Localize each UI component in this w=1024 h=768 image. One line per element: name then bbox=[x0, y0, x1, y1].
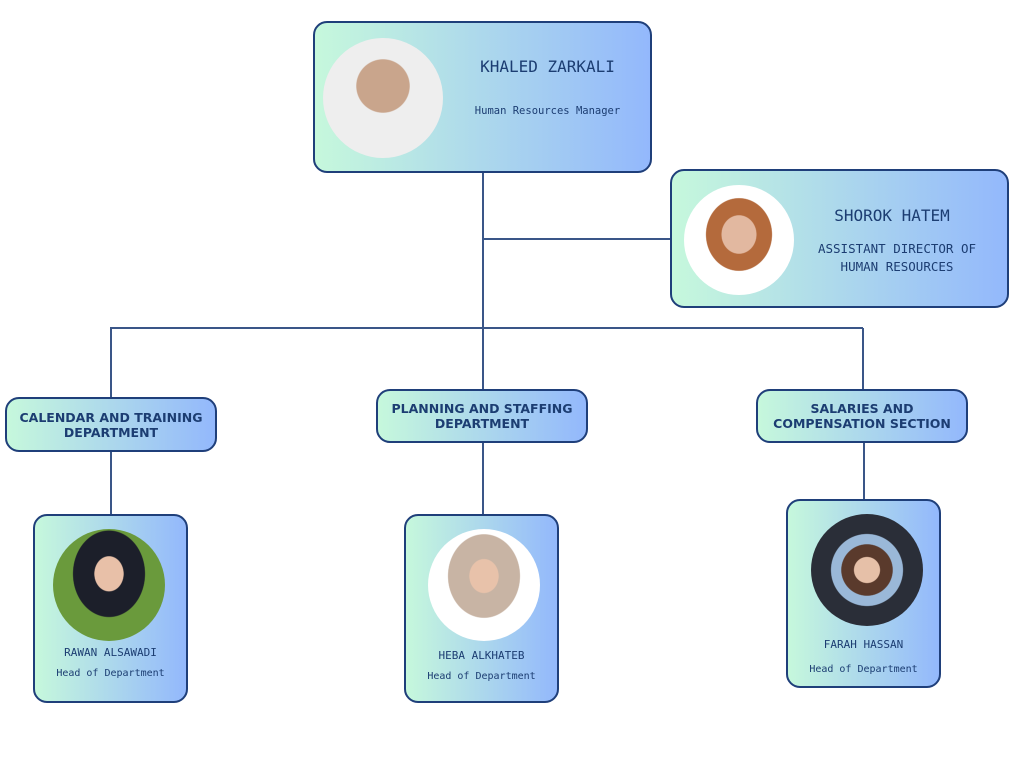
manager-title: Human Resources Manager bbox=[474, 105, 621, 117]
assistant-title-line2: HUMAN RESOURCES bbox=[840, 259, 954, 274]
head-title: Head of Department bbox=[427, 671, 536, 682]
head-card-planning[interactable]: HEBA ALKHATEB Head of Department bbox=[404, 514, 559, 703]
manager-card[interactable]: KHALED ZARKALI Human Resources Manager bbox=[313, 21, 652, 173]
head-name: RAWAN ALSAWADI bbox=[64, 646, 157, 659]
connector bbox=[110, 451, 112, 515]
connector bbox=[862, 328, 864, 390]
assistant-card[interactable]: SHOROK HATEM ASSISTANT DIRECTOR OF HUMAN… bbox=[670, 169, 1009, 308]
connector bbox=[482, 442, 484, 515]
head-card-salaries[interactable]: FARAH HASSAN Head of Department bbox=[786, 499, 941, 688]
connector bbox=[110, 327, 863, 329]
manager-name: KHALED ZARKALI bbox=[480, 57, 615, 76]
head-photo bbox=[811, 514, 923, 626]
head-name: HEBA ALKHATEB bbox=[438, 649, 525, 662]
department-salaries-compensation[interactable]: SALARIES AND COMPENSATION SECTION bbox=[756, 389, 968, 443]
head-name: FARAH HASSAN bbox=[823, 638, 904, 651]
department-planning-staffing[interactable]: PLANNING AND STAFFING DEPARTMENT bbox=[376, 389, 588, 443]
department-calendar-training[interactable]: CALENDAR AND TRAINING DEPARTMENT bbox=[5, 397, 217, 452]
head-title: Head of Department bbox=[56, 668, 165, 679]
manager-photo bbox=[323, 38, 443, 158]
connector bbox=[110, 328, 112, 398]
head-photo bbox=[53, 529, 165, 641]
assistant-name: SHOROK HATEM bbox=[834, 206, 950, 225]
assistant-photo bbox=[684, 185, 794, 295]
head-photo bbox=[428, 529, 540, 641]
connector bbox=[482, 328, 484, 390]
connector bbox=[863, 442, 865, 500]
connector bbox=[483, 238, 671, 240]
head-title: Head of Department bbox=[809, 664, 918, 675]
connector bbox=[482, 172, 484, 329]
head-card-calendar[interactable]: RAWAN ALSAWADI Head of Department bbox=[33, 514, 188, 703]
assistant-title-line1: ASSISTANT DIRECTOR OF bbox=[817, 241, 977, 256]
